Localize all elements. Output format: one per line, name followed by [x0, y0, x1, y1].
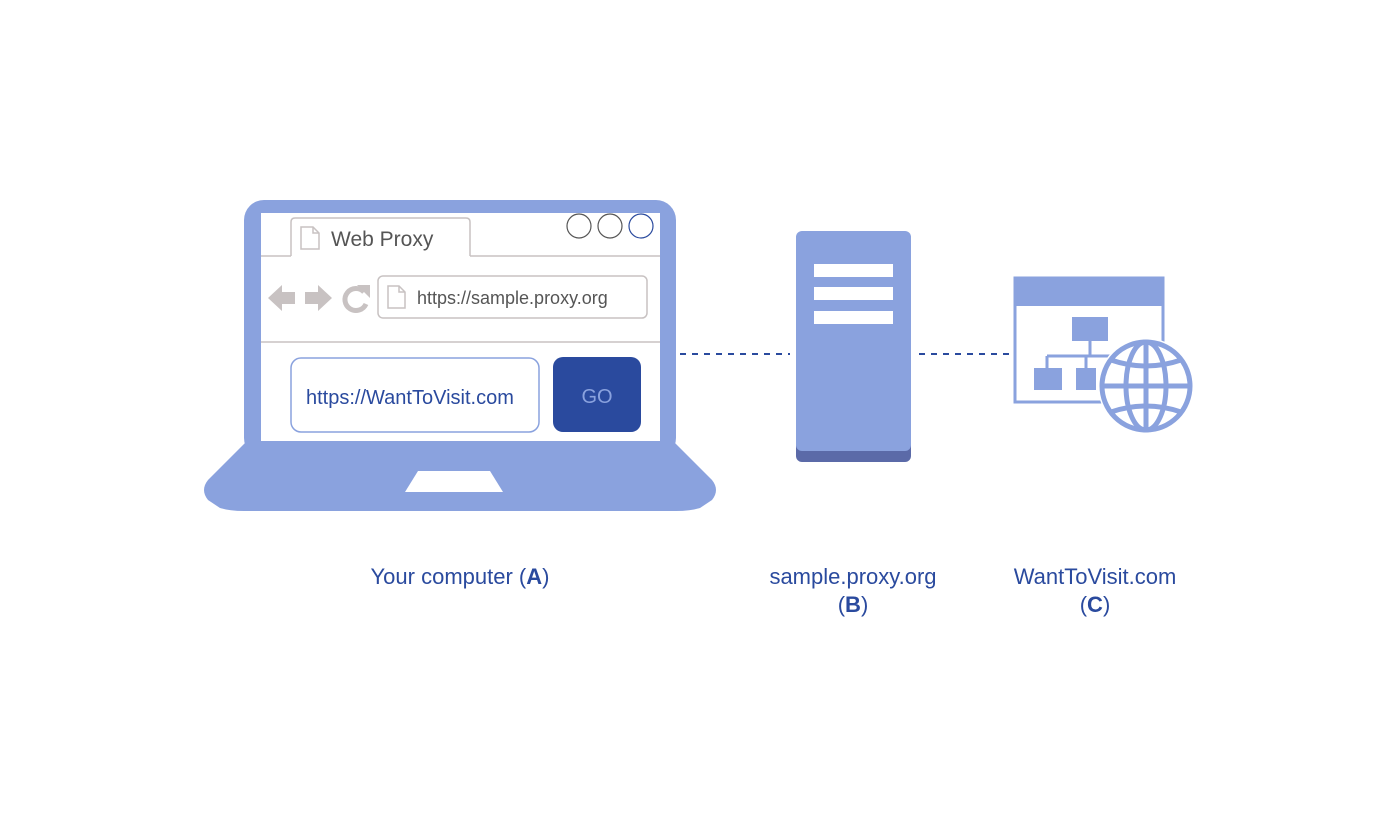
browser-tab[interactable]: [290, 217, 471, 256]
website-titlebar: [1015, 278, 1163, 306]
node-paren-close: ): [860, 592, 869, 617]
node-letter: A: [526, 564, 543, 589]
node-name: Your computer: [370, 564, 513, 589]
node-paren-open: (: [512, 564, 527, 589]
go-button-label: GO: [581, 386, 612, 408]
website-globe-icon: [1013, 276, 1194, 434]
node-paren-open: (: [837, 592, 846, 617]
node-paren-open: (: [1079, 592, 1088, 617]
laptop-trackpad: [405, 471, 503, 492]
window-control-circle-icon[interactable]: [628, 213, 654, 239]
proxy-url-input[interactable]: [290, 357, 540, 433]
node-paren-close: ): [542, 564, 550, 589]
address-url: https://sample.proxy.org: [417, 288, 608, 308]
address-page-icon: [387, 285, 406, 309]
globe-icon: [1098, 338, 1194, 434]
node-label-destination: WantToVisit.com (C): [935, 563, 1255, 619]
node-name: WantToVisit.com: [1013, 564, 1177, 589]
node-name: sample.proxy.org: [769, 564, 937, 589]
reload-icon[interactable]: [342, 285, 370, 313]
server-icon: [796, 231, 911, 462]
node-label-computer: Your computer (A): [300, 563, 620, 591]
tab-title: Web Proxy: [331, 228, 434, 251]
window-control-circle-icon[interactable]: [566, 213, 592, 239]
back-arrow-icon[interactable]: [268, 285, 295, 311]
address-bar[interactable]: [377, 275, 648, 319]
server-body: [796, 231, 911, 451]
browser-window: [261, 213, 660, 441]
server-slot: [814, 264, 893, 277]
server-slot: [814, 311, 893, 324]
proxy-url-value: https://WantToVisit.com: [306, 387, 514, 409]
node-letter-line: (C): [935, 591, 1255, 619]
tab-page-icon: [300, 226, 320, 250]
node-label-proxy: sample.proxy.org (B): [693, 563, 1013, 619]
forward-arrow-icon[interactable]: [305, 285, 332, 311]
window-control-circle-icon[interactable]: [597, 213, 623, 239]
server-slot: [814, 287, 893, 300]
go-button[interactable]: [553, 357, 641, 432]
node-letter: C: [1087, 592, 1103, 617]
node-paren-close: ): [1102, 592, 1111, 617]
node-letter: B: [845, 592, 861, 617]
node-letter-line: (B): [693, 591, 1013, 619]
